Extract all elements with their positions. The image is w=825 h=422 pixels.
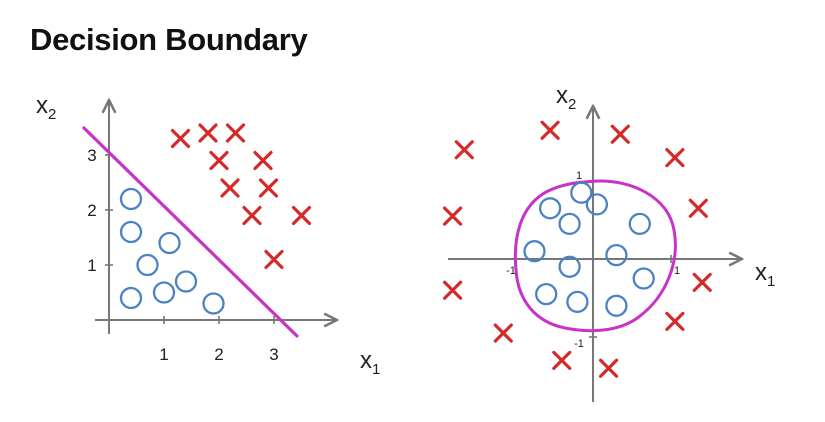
positive-sample-cross (454, 140, 474, 160)
y-axis-label: x2 (36, 92, 56, 123)
negative-sample-circle (152, 281, 176, 304)
negative-sample-circle (535, 282, 558, 306)
y-axis-label: x2 (556, 82, 576, 113)
negative-sample-circle (119, 220, 143, 244)
positive-sample-cross (220, 178, 240, 198)
positive-sample-cross (225, 123, 246, 143)
positive-sample-cross (209, 150, 229, 171)
positive-sample-cross (493, 323, 513, 343)
x-axis-label: x1 (360, 347, 380, 378)
negative-sample-circle (566, 290, 589, 314)
y-tick-label: 3 (87, 146, 96, 165)
positive-sample-cross (291, 205, 312, 226)
x-tick-label: 1 (159, 345, 168, 364)
positive-sample-cross (198, 123, 218, 143)
negative-sample-circle (628, 212, 651, 236)
positive-sample-cross (443, 280, 463, 300)
y-tick-label: 2 (87, 201, 96, 220)
positive-sample-cross (599, 358, 619, 378)
circular-boundary-plot: -1 1 1 -1 x2 x1 (443, 82, 775, 402)
negative-sample-circle (174, 270, 198, 293)
negative-sample-circle (119, 286, 143, 310)
x-tick-label: 3 (269, 345, 278, 364)
positive-sample-cross (688, 198, 708, 218)
negative-sample-circle (558, 212, 581, 236)
negative-sample-circle (558, 255, 581, 278)
positive-sample-cross (552, 350, 572, 370)
positive-sample-cross (253, 150, 273, 171)
positive-sample-cross (665, 148, 685, 168)
decision-boundary-circle (513, 179, 677, 333)
y-tick-label: 1 (87, 256, 96, 275)
positive-sample-cross (443, 206, 463, 226)
negative-sample-circle (605, 243, 628, 267)
positive-sample-cross (665, 311, 685, 331)
data-points (119, 123, 312, 315)
negative-sample-circle (585, 193, 609, 216)
y-tick-label: -1 (574, 338, 584, 350)
x-axis-label: x1 (755, 259, 775, 290)
negative-sample-circle (523, 240, 546, 263)
tick-labels: -1 1 1 -1 (506, 170, 680, 350)
positive-sample-cross (242, 205, 262, 226)
negative-sample-circle (202, 292, 225, 315)
positive-sample-cross (258, 178, 279, 198)
x-tick-label: -1 (506, 265, 516, 277)
positive-sample-cross (264, 249, 284, 270)
negative-sample-circle (136, 253, 159, 277)
negative-sample-circle (158, 231, 181, 255)
negative-sample-circle (119, 187, 143, 211)
positive-sample-cross (170, 128, 191, 149)
positive-sample-cross (692, 272, 712, 292)
page-title: Decision Boundary (30, 22, 308, 57)
negative-sample-circle (632, 267, 655, 290)
linear-boundary-plot: 1 2 3 1 2 3 x2 x1 (36, 92, 380, 378)
x-tick-label: 2 (214, 345, 223, 364)
x-tick-label: 1 (674, 265, 680, 277)
negative-sample-circle (605, 294, 628, 317)
tick-labels: 1 2 3 1 2 3 (87, 146, 278, 364)
y-tick-label: 1 (576, 170, 582, 182)
negative-sample-circle (570, 181, 593, 204)
positive-sample-cross (540, 120, 560, 140)
positive-sample-cross (610, 124, 630, 144)
negative-sample-circle (538, 197, 562, 220)
tick-marks (105, 154, 275, 324)
decision-boundary-line (82, 126, 299, 338)
data-points (443, 120, 712, 378)
